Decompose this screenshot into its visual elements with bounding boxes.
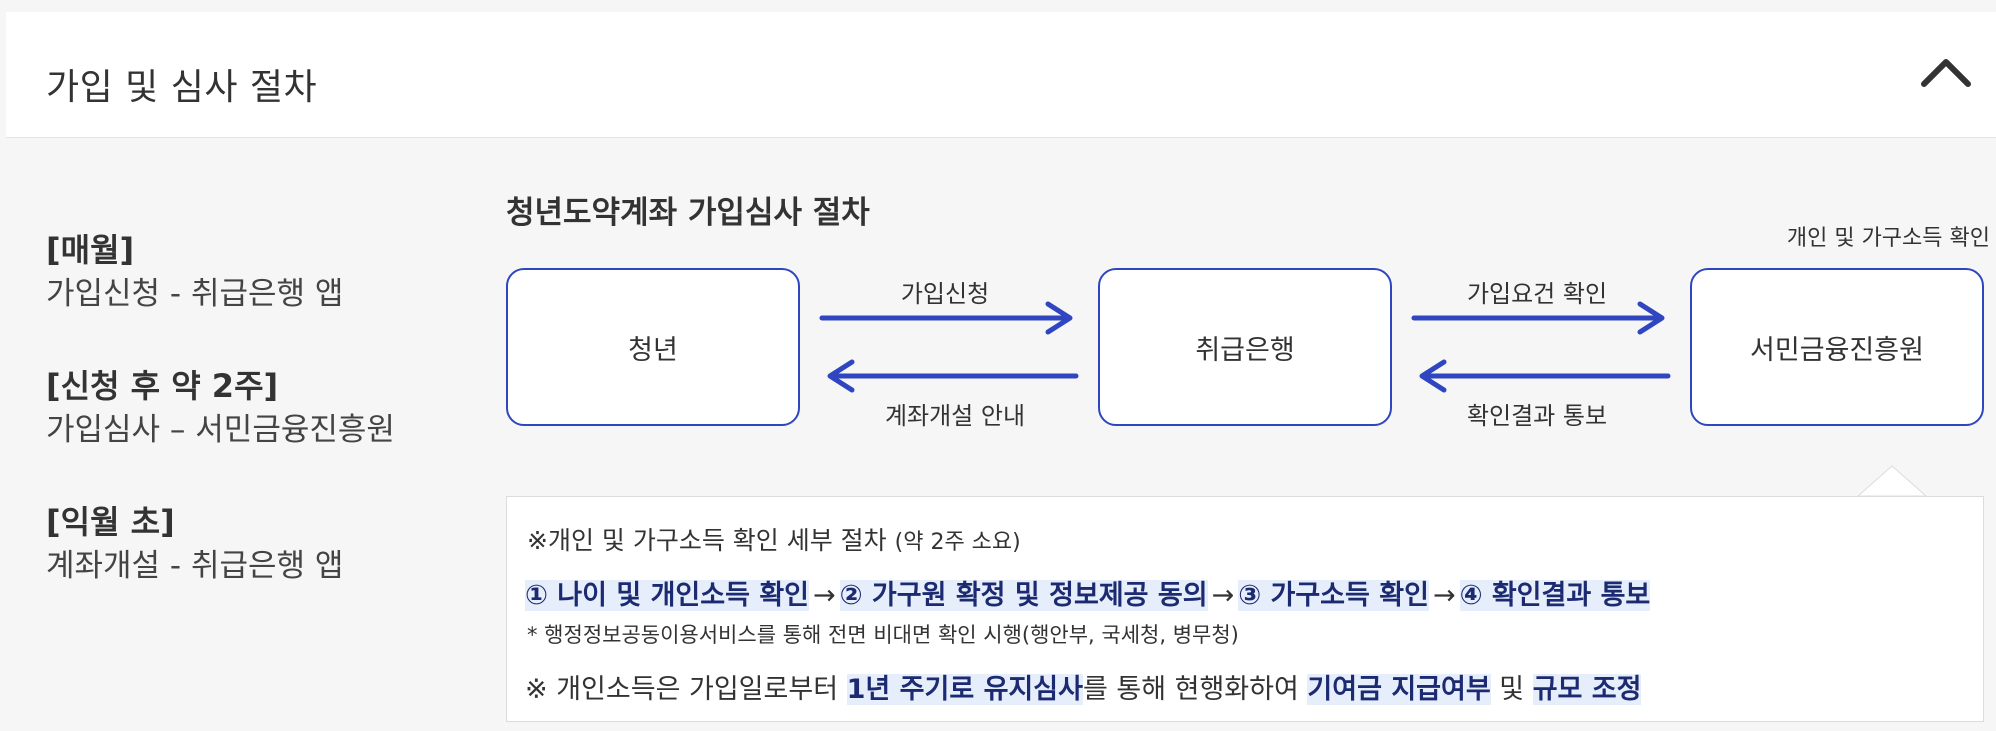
text: ※ 개인소득은 가입일로부터 [525,674,847,705]
flow-label-apply: 가입신청 [900,280,990,308]
arrow-head [827,359,855,393]
accordion-header[interactable]: 가입 및 심사 절차 [6,12,1996,138]
node-bank: 취급은행 [1098,268,1392,426]
schedule-step: [신청 후 약 2주] 가입심사 – 서민금융진흥원 [46,366,446,450]
process-note: 개인 및 가구소득 확인 [1786,226,1990,251]
flow-label-result: 확인결과 통보 [1466,402,1608,430]
schedule-step: [익월 초] 계좌개설 - 취급은행 앱 [46,502,446,586]
step-desc: 가입심사 – 서민금융진흥원 [46,412,395,448]
node-agency: 서민금융진흥원 [1690,268,1984,426]
emphasis: 기여금 지급여부 [1307,674,1491,705]
text: 및 [1490,674,1533,705]
procedure-step: ② 가구원 확정 및 정보제공 동의 [839,580,1208,611]
text: 를 통해 현행화하여 [1082,674,1308,705]
detail-panel: ※개인 및 가구소득 확인 세부 절차 (약 2주 소요) ① 나이 및 개인소… [506,496,1984,722]
flow-label-check: 가입요건 확인 [1466,280,1608,308]
schedule-step: [매월] 가입신청 - 취급은행 앱 [46,230,446,314]
section-title: 가입 및 심사 절차 [46,67,318,108]
procedure-steps: ① 나이 및 개인소득 확인→② 가구원 확정 및 정보제공 동의→③ 가구소득… [525,573,1651,612]
step-title: [익월 초] [46,503,175,541]
procedure-step: ① 나이 및 개인소득 확인 [525,580,810,611]
chevron-up-icon[interactable] [1916,52,1976,92]
emphasis: 1년 주기로 유지심사 [846,674,1083,705]
arrow-glyph: → [1211,580,1235,611]
detail-heading: ※개인 및 가구소득 확인 세부 절차 (약 2주 소요) [527,521,1021,557]
heading-text: ※개인 및 가구소득 확인 세부 절차 [527,526,887,555]
procedure-step: ③ 가구소득 확인 [1238,580,1429,611]
procedure-step: ④ 확인결과 통보 [1459,580,1651,611]
arrow-glyph: → [1432,580,1456,611]
callout-pointer [1856,465,1928,497]
process-title: 청년도약계좌 가입심사 절차 [506,195,870,231]
arrow-head [1419,359,1447,393]
step-title: [매월] [46,231,135,269]
heading-note: (약 2주 소요) [894,530,1021,555]
arrow-glyph: → [813,580,836,611]
footnote: * 행정정보공동이용서비스를 통해 전면 비대면 확인 시행(행안부, 국세청,… [527,623,1239,647]
flow-label-account: 계좌개설 안내 [884,402,1026,430]
step-desc: 계좌개설 - 취급은행 앱 [46,548,344,584]
emphasis: 규모 조정 [1532,674,1642,705]
step-title: [신청 후 약 2주] [46,367,279,405]
step-desc: 가입신청 - 취급은행 앱 [46,276,344,312]
renewal-note: ※ 개인소득은 가입일로부터 1년 주기로 유지심사를 통해 현행화하여 기여금… [525,667,1642,706]
node-youth: 청년 [506,268,800,426]
